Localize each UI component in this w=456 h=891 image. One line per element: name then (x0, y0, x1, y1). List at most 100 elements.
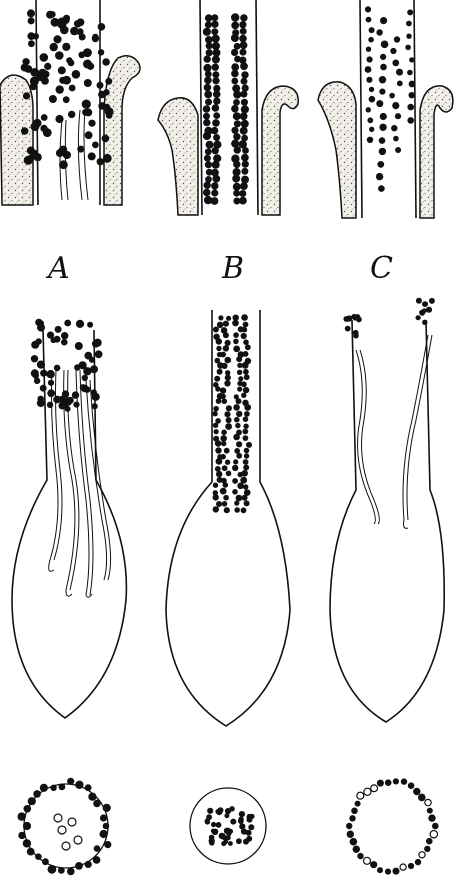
chromatin-dot (232, 478, 238, 484)
chromatin-dot (55, 326, 62, 333)
chromatin-dot (221, 841, 226, 846)
chromatin-dot (369, 96, 376, 103)
chromatin-dot (36, 338, 42, 344)
chromatin-dot (242, 495, 248, 501)
chromatin-dot (367, 56, 373, 62)
chromatin-dot (376, 29, 382, 35)
chromatin-dot (237, 370, 242, 375)
chromatin-dot (30, 83, 38, 91)
chromatin-dot (82, 375, 88, 381)
chromatin-dot (213, 90, 221, 98)
chromatin-dot (216, 501, 222, 507)
chromatin-dot (350, 838, 358, 846)
chromatin-dot (55, 115, 63, 123)
chromatin-dot (376, 173, 383, 180)
chromatin-dot (28, 40, 35, 47)
chromatin-dot (75, 862, 83, 870)
panel-c-cross-section (346, 778, 439, 874)
chromatin-dot (224, 813, 229, 818)
chromatin-dot (205, 21, 212, 28)
chromatin-dot (233, 161, 240, 168)
chromatin-dot (102, 135, 110, 143)
chromatin-dot (234, 146, 241, 153)
chromatin-dot (95, 350, 103, 358)
panel-a-nucleus-strand (78, 110, 88, 200)
chromatin-dot (221, 441, 226, 446)
chromatin-dot (233, 346, 240, 353)
chromatin-dot (225, 375, 231, 381)
chromatin-dot (223, 332, 229, 338)
chromatin-dot (353, 330, 359, 336)
chromatin-dot (37, 399, 45, 407)
chromatin-dot (236, 411, 242, 417)
chromatin-dot (222, 465, 228, 471)
panel-a-top-section (0, 0, 140, 205)
chromatin-dot (204, 55, 211, 62)
chromatin-dot (87, 322, 93, 328)
chromatin-dot (206, 49, 213, 56)
chromatin-dot (66, 57, 72, 63)
hollow-granule (371, 785, 378, 792)
panel-a-flask (12, 319, 126, 718)
chromatin-dot (244, 374, 250, 380)
chromatin-dot (379, 89, 385, 95)
chromatin-dot (413, 788, 420, 795)
chromatin-dot (379, 137, 386, 144)
hollow-granule (364, 788, 371, 795)
chromatin-dot (85, 784, 92, 791)
chromatin-dot (58, 867, 65, 874)
chromatin-dot (211, 28, 218, 35)
chromatin-dot (218, 315, 223, 320)
chromatin-dot (216, 398, 222, 404)
panel-a-sperm-filaments (49, 370, 111, 597)
hollow-granule (74, 836, 82, 844)
chromatin-dot (238, 376, 243, 381)
chromatin-dot (214, 376, 220, 382)
chromatin-dot (225, 460, 230, 465)
chromatin-dot (222, 398, 228, 404)
chromatin-dot (226, 316, 231, 321)
chromatin-dot (27, 848, 35, 856)
chromatin-dot (422, 320, 427, 325)
chromatin-dot (91, 389, 97, 395)
chromatin-dot (54, 365, 61, 372)
chromatin-dot (369, 87, 374, 92)
chromatin-dot (231, 34, 239, 42)
chromatin-dot (72, 70, 81, 79)
chromatin-dot (213, 49, 221, 57)
chromatin-dot (220, 387, 226, 393)
chromatin-dot (239, 190, 246, 197)
chromatin-dot (215, 440, 222, 447)
chromatin-dot (85, 861, 92, 868)
panel-b-cross-section-ring (190, 788, 266, 864)
chromatin-dot (246, 830, 252, 836)
chromatin-dot (79, 34, 86, 41)
panel-b-tube-wall-left (200, 0, 202, 215)
chromatin-dot (234, 120, 241, 127)
chromatin-dot (228, 841, 233, 846)
chromatin-dot (98, 49, 104, 55)
chromatin-dot (33, 790, 41, 798)
panel-c-flask (330, 298, 444, 722)
chromatin-dot (62, 43, 70, 51)
chromatin-dot (212, 56, 220, 64)
panel-c-right-cell-wall (420, 86, 453, 218)
chromatin-dot (367, 117, 373, 123)
chromatin-dot (221, 363, 227, 369)
chromatin-dot (213, 327, 219, 333)
chromatin-dot (40, 69, 46, 75)
chromatin-dot (226, 471, 232, 477)
chromatin-dot (377, 161, 384, 168)
chromatin-dot (211, 189, 218, 196)
chromatin-dot (230, 819, 236, 825)
chromatin-dot (203, 105, 211, 113)
chromatin-dot (213, 423, 218, 428)
chromatin-dot (240, 62, 248, 70)
chromatin-dot (244, 500, 250, 506)
chromatin-dot (205, 148, 212, 155)
chromatin-dot (366, 107, 371, 112)
chromatin-dot (216, 822, 222, 828)
chromatin-dot (357, 853, 363, 859)
chromatin-dot (243, 424, 248, 429)
